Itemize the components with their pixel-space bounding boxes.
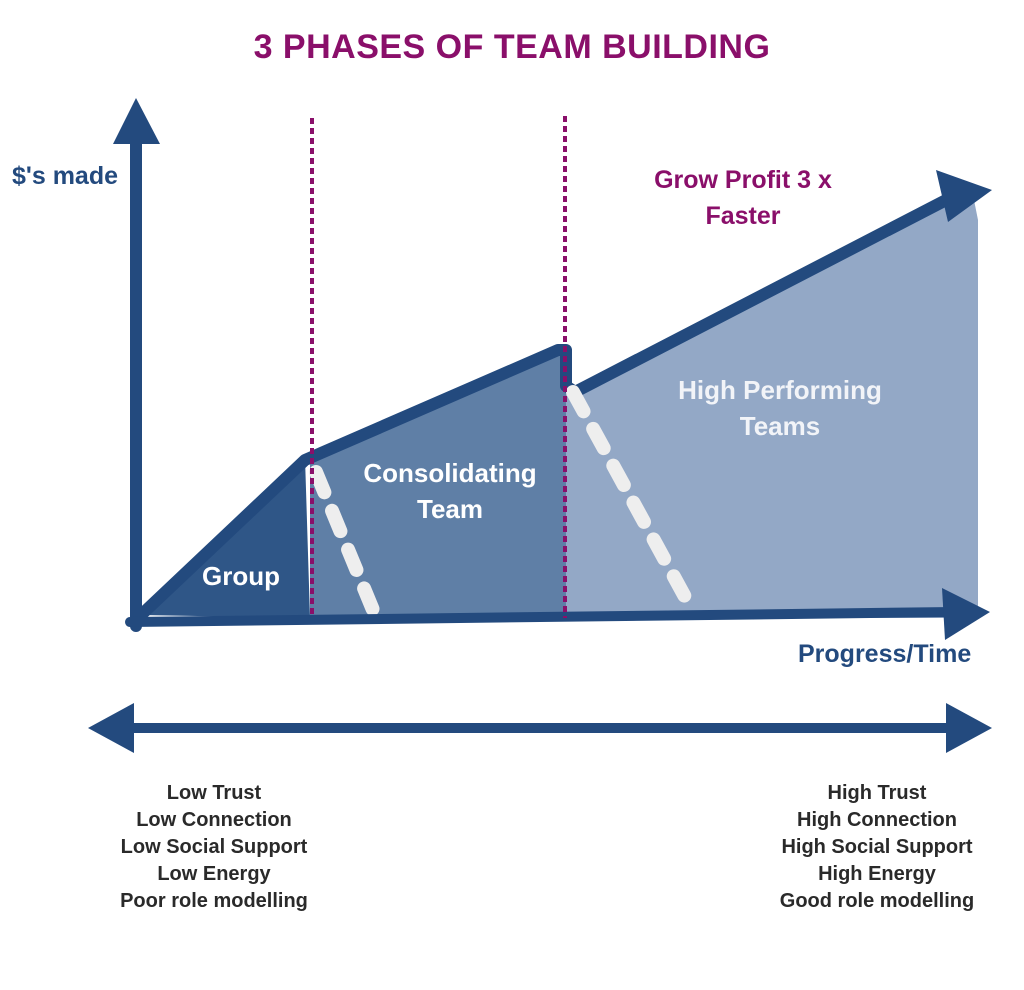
low-end-attributes: Low Trust Low Connection Low Social Supp… [94,780,334,915]
high-attribute: High Energy [818,863,936,885]
spectrum-arrowhead-left [88,703,134,753]
high-attribute: High Trust [827,782,927,804]
x-axis-label: Progress/Time [798,640,972,668]
low-attribute: Low Social Support [120,836,308,858]
y-axis-label: $'s made [12,162,119,190]
profit-callout: Grow Profit 3 x Faster [628,162,858,234]
growth-arrowhead [936,170,992,222]
high-attribute: Good role modelling [779,890,975,912]
low-attribute: Low Connection [136,809,292,831]
low-attribute: Poor role modelling [120,890,308,912]
phase-area-high [566,190,978,618]
phase-area-consolidating [310,348,566,618]
low-attribute: Low Energy [157,863,271,885]
phase-label-consolidating-line-2: Team [417,494,483,524]
transition-dash-2 [566,385,697,613]
phase-label-high-line-1: High Performing [678,375,882,405]
high-attribute: High Connection [797,809,957,831]
phase-label-high-performing: High Performing Teams [650,372,910,444]
high-attribute: High Social Support [781,836,973,858]
phase-label-high-line-2: Teams [739,411,821,441]
profit-callout-line-1: Grow Profit 3 x [654,166,832,194]
low-attribute: Low Trust [166,782,262,804]
diagram-title: 3 PHASES OF TEAM BUILDING [253,28,771,66]
phase-label-consolidating-line-1: Consolidating [363,458,537,488]
profit-callout-line-2: Faster [705,202,781,230]
transition-dash-1 [309,465,380,617]
spectrum-arrowhead-right [946,703,992,753]
phase-label-group: Group [186,558,296,594]
high-end-attributes: High Trust High Connection High Social S… [757,780,997,915]
phase-label-consolidating: Consolidating Team [330,455,570,527]
x-axis-arrowhead [942,588,990,640]
phase-label-group-line-1: Group [202,561,280,591]
y-axis-arrowhead [113,98,160,144]
x-axis [125,607,960,627]
